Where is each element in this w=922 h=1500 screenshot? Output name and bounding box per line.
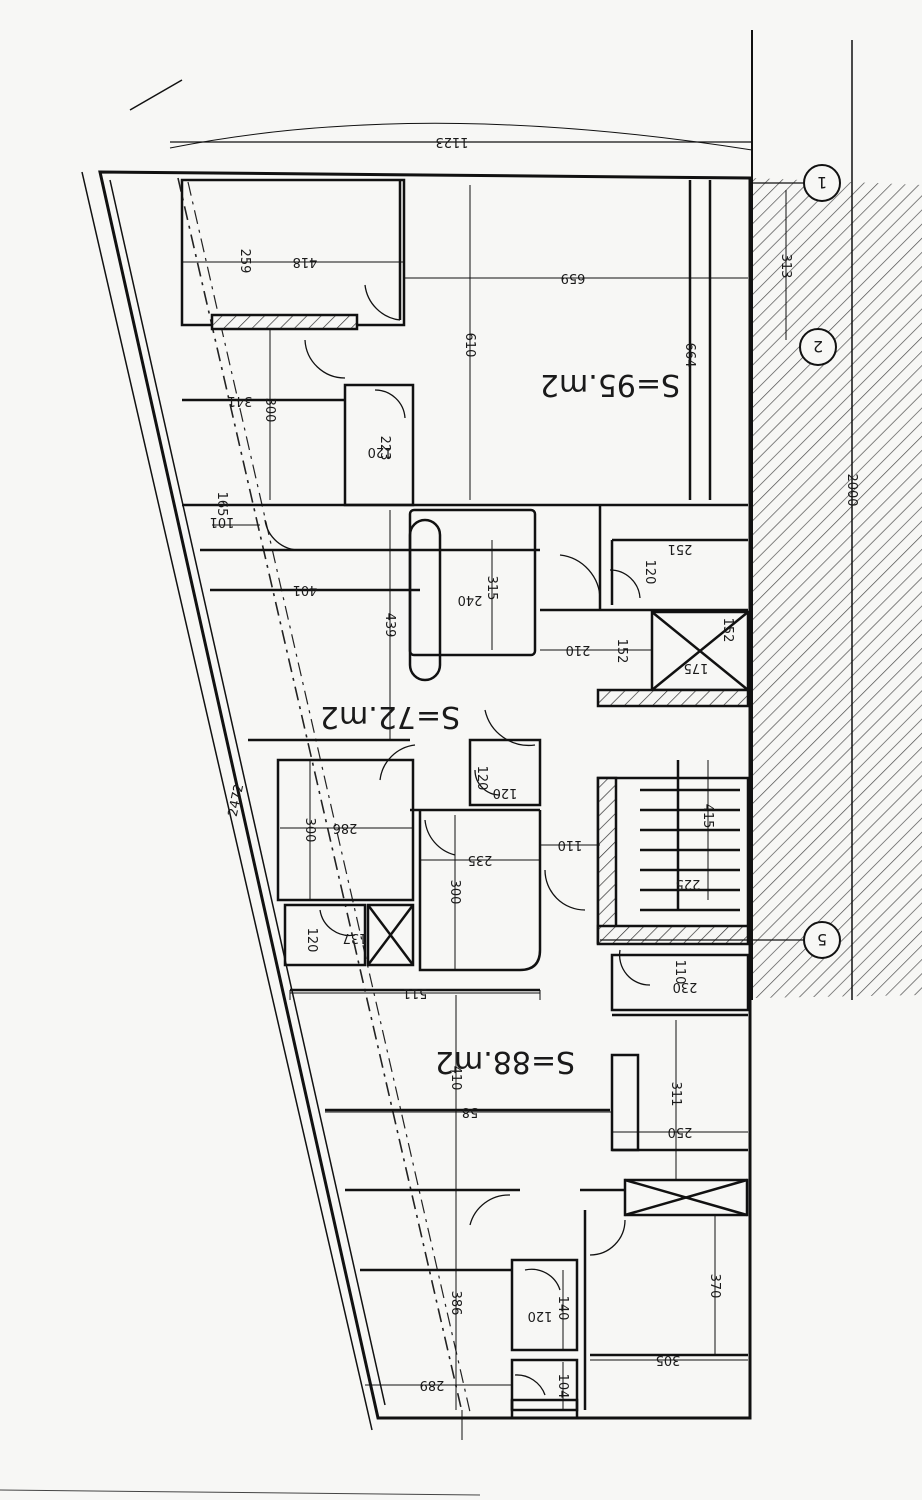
dimension-label: 175: [684, 660, 709, 675]
dimension-label: 415: [700, 804, 715, 829]
dimension-label: 250: [668, 1124, 693, 1139]
dim-side-length: 2000: [844, 473, 859, 506]
dimension-label: 110: [672, 960, 687, 985]
svg-text:1: 1: [817, 173, 827, 192]
dimension-label: 120: [474, 766, 489, 791]
dimension-label: 104: [555, 1374, 570, 1399]
dimension-label: 110: [558, 837, 583, 852]
dimension-label: 664: [682, 343, 697, 368]
dimension-label: 120: [528, 1308, 553, 1323]
dimension-label: 370: [707, 1274, 722, 1299]
dimension-label: 386: [448, 1291, 463, 1316]
dimension-label: 120: [368, 444, 393, 459]
dimension-label: 300: [262, 398, 277, 423]
dimension-label: 418: [293, 254, 318, 269]
dimension-label: 511: [403, 985, 428, 1000]
dimension-label: 315: [484, 576, 499, 601]
dimension-label: 137: [343, 930, 368, 945]
dimension-label: 659: [561, 270, 586, 285]
property-dashed-line: [177, 177, 463, 1413]
dimension-label: 235: [468, 852, 493, 867]
interior-walls: [180, 178, 750, 1420]
dimension-label: 120: [642, 560, 657, 585]
dimension-label: 101: [210, 514, 235, 529]
dimension-label: 286: [333, 820, 358, 835]
room-dimensions: 313 259 418 659 610 664 300 341 223 120 …: [210, 249, 793, 1399]
dimension-label: 165: [214, 492, 229, 517]
dimension-label: 230: [673, 979, 698, 994]
dimension-label: 210: [566, 642, 591, 657]
dim-top-width: 1123: [435, 134, 468, 149]
dimension-label: 240: [458, 592, 483, 607]
dimension-label: 439: [382, 613, 397, 638]
svg-text:2: 2: [813, 337, 823, 356]
dimension-label: 289: [420, 1377, 445, 1392]
dim-slanted-length: 2472: [226, 783, 248, 818]
dimension-label: 305: [656, 1352, 681, 1367]
dimension-label: 300: [447, 880, 462, 905]
overall-dimensions: 1123 2000 2472: [226, 134, 859, 818]
dimension-label: 251: [668, 541, 693, 556]
dimension-label: 120: [493, 785, 518, 800]
area-labels: S=95.m2 S=72.m2 S=88.m2: [320, 367, 680, 1079]
grid-marker-2: 2: [785, 190, 837, 366]
dimension-label: 120: [304, 928, 319, 953]
door-swings: [264, 284, 651, 1396]
building-outline: [81, 79, 753, 1431]
dimension-label: 300: [302, 818, 317, 843]
area-label-lower: S=88.m2: [435, 1044, 575, 1079]
dimension-label: 401: [293, 582, 318, 597]
dimension-label: 152: [614, 639, 629, 664]
dimension-label: 311: [668, 1082, 683, 1107]
dimension-label: 259: [237, 249, 252, 274]
dimension-label: 223: [377, 436, 392, 461]
grid-marker-1: 1: [752, 164, 841, 202]
property-dashed-line-2: [187, 181, 471, 1413]
grid-marker-5: 5: [600, 921, 841, 959]
dimension-label: 341: [228, 393, 253, 408]
area-label-upper: S=95.m2: [540, 367, 680, 402]
dimension-label: 152: [720, 618, 735, 643]
dimension-label: 58: [462, 1104, 479, 1119]
dimension-label: 410: [448, 1066, 463, 1091]
dimension-label: 140: [555, 1296, 570, 1321]
dimension-label: 225: [676, 876, 701, 891]
area-label-middle: S=72.m2: [320, 699, 460, 734]
dimension-lines: [0, 50, 853, 1496]
svg-text:5: 5: [817, 930, 827, 949]
grid-markers: 1 2 5: [600, 164, 841, 959]
dimension-label: 313: [778, 254, 793, 279]
dimension-label: 610: [462, 333, 477, 358]
